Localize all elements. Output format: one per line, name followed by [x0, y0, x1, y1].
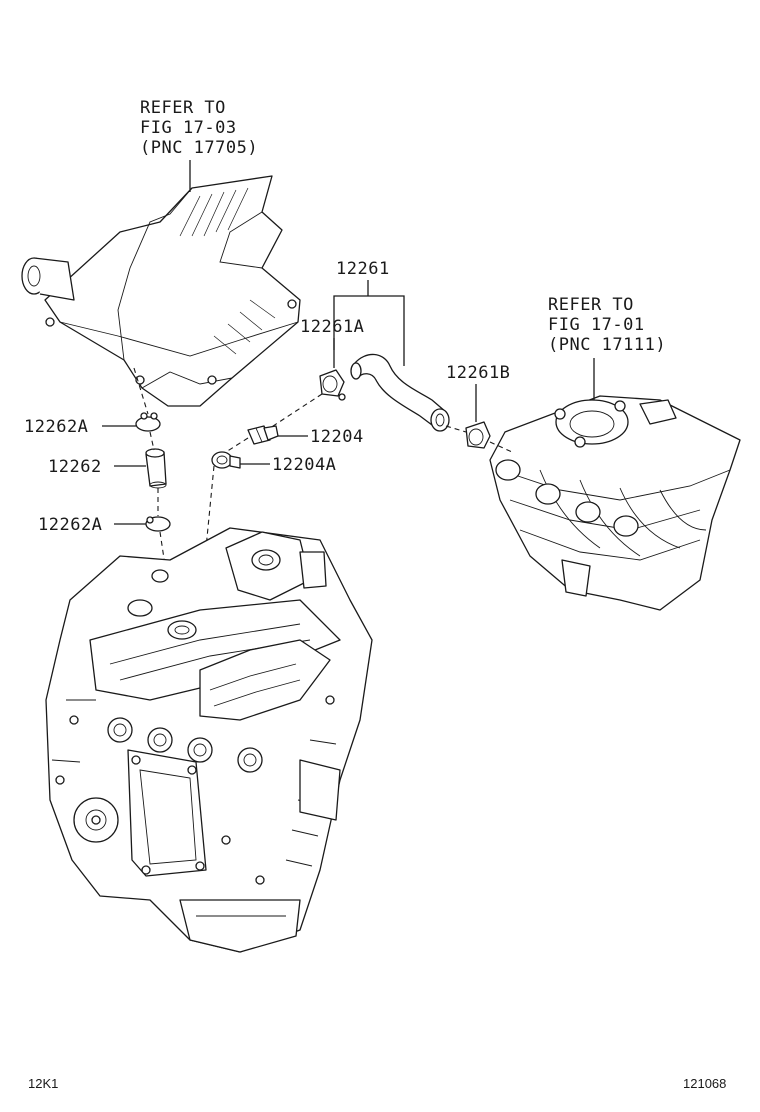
- ventilation-hose-illustration: [350, 353, 450, 432]
- callout-12261a: 12261A: [300, 317, 364, 337]
- dash-hose-to-clip: [445, 425, 467, 433]
- grommet-12204a: [211, 451, 241, 469]
- dash-grommet-to-engine: [205, 465, 215, 549]
- hose-clamp-12262a-bottom: [145, 516, 171, 532]
- air-cleaner-case-illustration: [21, 175, 301, 407]
- callout-12204: 12204: [310, 427, 364, 447]
- callout-12261b: 12261B: [446, 363, 510, 383]
- hose-clip-12261a: [319, 369, 346, 401]
- callout-12262a-bottom: 12262A: [38, 515, 102, 535]
- dash-clamp-to-hose: [149, 431, 155, 451]
- footer-left-code: 12K1: [28, 1076, 58, 1091]
- pcv-valve-12204: [247, 425, 279, 445]
- callout-12262a-top: 12262A: [24, 417, 88, 437]
- callout-12262: 12262: [48, 457, 102, 477]
- dash-clip-to-valve: [269, 393, 323, 429]
- engine-assembly-illustration: [45, 527, 373, 953]
- dash-clamp-to-engine: [159, 531, 167, 573]
- refer-line-1: REFER TO: [548, 295, 634, 315]
- refer-line-3: (PNC 17111): [548, 335, 666, 355]
- callout-12261: 12261: [336, 259, 390, 279]
- dash-valve-to-grommet: [225, 437, 249, 453]
- refer-label-air-cleaner: REFER TO FIG 17-03 (PNC 17705): [140, 98, 258, 158]
- refer-line-2: FIG 17-01: [548, 315, 645, 335]
- breather-hose-12262: [145, 448, 167, 489]
- footer-right-code: 121068: [683, 1076, 726, 1091]
- callout-12204a: 12204A: [272, 455, 336, 475]
- intake-manifold-illustration: [489, 395, 741, 611]
- hose-clamp-12262a-top: [135, 412, 161, 432]
- dash-case-to-clamp: [133, 367, 149, 415]
- refer-line-3: (PNC 17705): [140, 138, 258, 158]
- refer-line-2: FIG 17-03: [140, 118, 237, 138]
- bracket-12261: [333, 295, 405, 366]
- dash-clip-to-manifold: [489, 441, 513, 453]
- refer-label-intake-manifold: REFER TO FIG 17-01 (PNC 17111): [548, 295, 666, 355]
- hose-clip-12261b: [465, 421, 491, 449]
- refer-line-1: REFER TO: [140, 98, 226, 118]
